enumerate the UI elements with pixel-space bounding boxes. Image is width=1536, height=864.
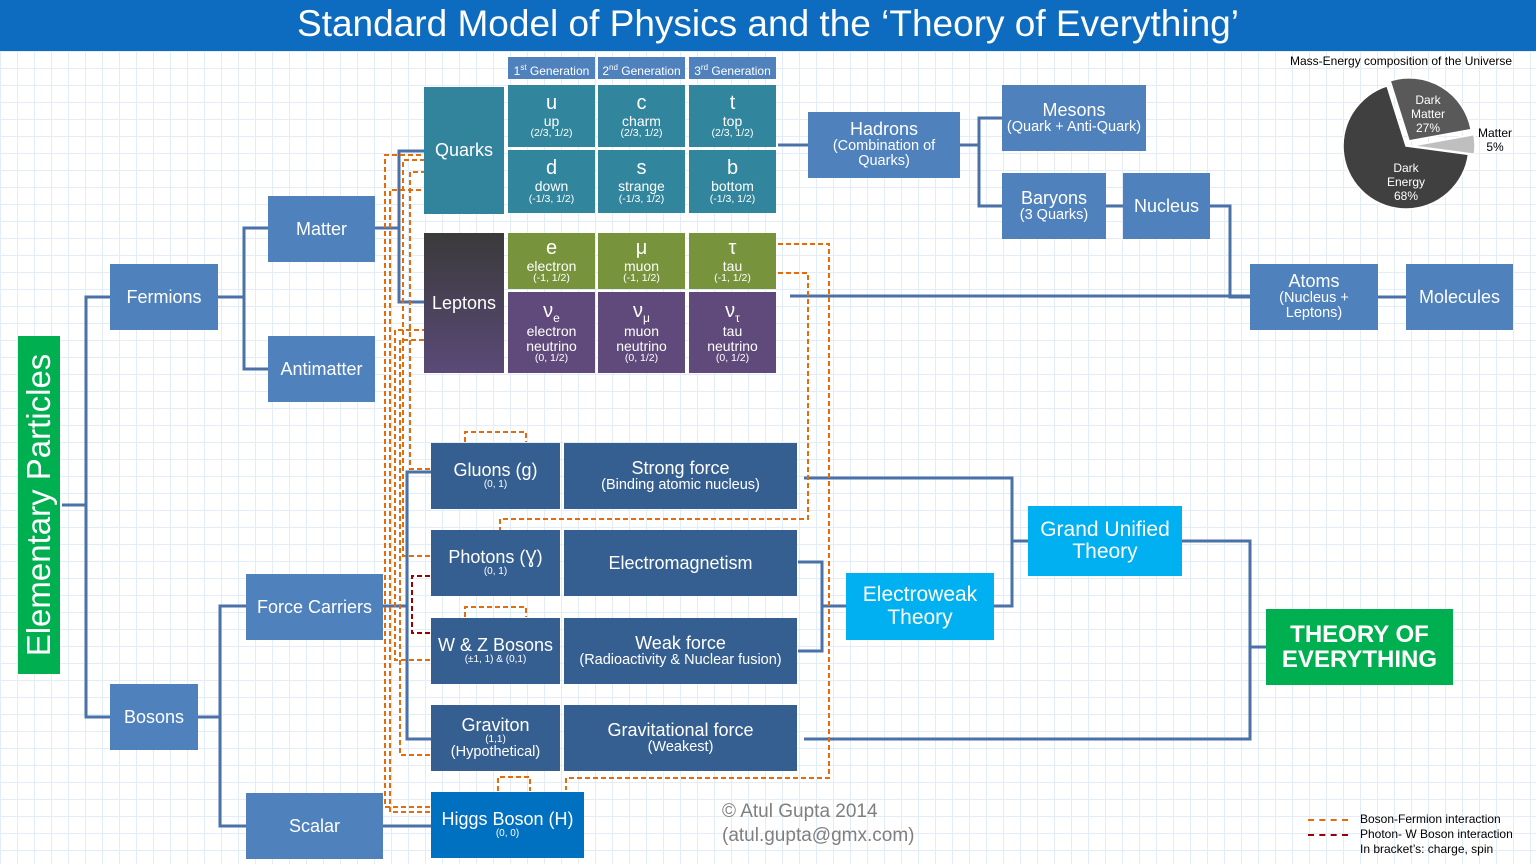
interaction-higgs-2 <box>389 189 430 813</box>
quarks-box: Quarks <box>424 87 504 214</box>
graviton-box: Graviton(1,1)(Hypothetical) <box>431 705 560 771</box>
hadrons-box: Hadrons (Combination of Quarks) <box>808 112 960 178</box>
connector-gut-toe <box>1180 539 1252 741</box>
strong-force-box: Strong force(Binding atomic nucleus) <box>564 443 797 509</box>
legend-swatch <box>1308 818 1348 821</box>
weak-force-box: Weak force(Radioactivity & Nuclear fusio… <box>564 618 797 684</box>
gluons-box: Gluons (g)(0, 1) <box>431 443 560 509</box>
connector-force-branch <box>405 470 431 741</box>
atoms-box: Atoms (Nucleus + Leptons) <box>1250 264 1378 330</box>
generation-1-header: 1st Generation <box>508 57 595 79</box>
interaction-wz <box>394 329 430 661</box>
grand-unified-theory-box: Grand Unified Theory <box>1028 506 1182 576</box>
connector-bosons-branch <box>218 604 246 828</box>
photons-box: Photons (Ɣ)(0, 1) <box>431 530 560 596</box>
generation-3-header: 3rd Generation <box>689 57 776 79</box>
leptons-box: Leptons <box>424 233 504 373</box>
fermions-box: Fermions <box>110 264 218 330</box>
elementary-particles-label: Elementary Particles <box>18 336 60 674</box>
boson-fermion-interaction-lines <box>384 154 830 813</box>
force-carriers-box: Force Carriers <box>246 574 383 640</box>
mesons-box: Mesons (Quark + Anti-Quark) <box>1002 85 1146 151</box>
interaction-higgs <box>384 154 432 808</box>
mass-energy-pie-chart <box>1342 77 1476 210</box>
copyright: © Atul Gupta 2014(atul.gupta@gmx.com) <box>722 801 915 846</box>
interaction-higgs-loop <box>497 776 531 791</box>
pie-title: Mass-Energy composition of the Universe <box>1290 54 1513 68</box>
legend-swatch <box>1308 833 1348 836</box>
baryons-box: Baryons (3 Quarks) <box>1002 173 1106 239</box>
pie-slice-matter <box>1411 133 1476 156</box>
interaction-gluon-loop <box>464 431 527 442</box>
bosons-box: Bosons <box>110 684 198 750</box>
theory-of-everything-box: THEORY OF EVERYTHING <box>1266 609 1453 685</box>
interaction-photon <box>402 159 430 557</box>
scalar-box: Scalar <box>246 793 383 859</box>
gravitational-force-box: Gravitational force(Weakest) <box>564 705 797 771</box>
interaction-graviton <box>399 339 430 756</box>
interaction-wz-loop <box>464 606 527 617</box>
nucleus-box: Nucleus <box>1123 173 1210 239</box>
page-title: Standard Model of Physics and the ‘Theor… <box>0 0 1536 51</box>
pie-slice-dark-energy <box>1342 84 1470 210</box>
interaction-gluon-quarks <box>409 171 430 470</box>
interaction-tau-loop-1 <box>565 243 830 790</box>
connector-hadrons-branch <box>977 116 1002 208</box>
wz-bosons-box: W & Z Bosons(±1, 1) & (0,1) <box>431 618 560 684</box>
pie-slice-dark-matter <box>1389 77 1472 142</box>
antimatter-box: Antimatter <box>268 336 375 402</box>
legend: Boson-Fermion interaction Photon- W Boso… <box>1308 812 1513 857</box>
interaction-tau-loop-2 <box>499 272 809 530</box>
molecules-box: Molecules <box>1406 264 1513 330</box>
connector-weak-ew <box>798 606 824 653</box>
legend-item-boson-fermion: Boson-Fermion interaction <box>1308 812 1513 827</box>
connector-em-ew <box>798 560 846 608</box>
generation-2-header: 2nd Generation <box>598 57 685 79</box>
electromagnetism-box: Electromagnetism <box>564 530 797 596</box>
electroweak-theory-box: Electroweak Theory <box>846 573 994 640</box>
interaction-photon-w <box>411 575 430 634</box>
connector-ep-branch <box>84 295 110 719</box>
legend-item-bracket-note: In bracket’s: charge, spin <box>1360 842 1494 856</box>
legend-item-photon-w: Photon- W Boson interaction <box>1308 827 1513 842</box>
hierarchy-connectors <box>62 116 1406 828</box>
connector-fermions-branch <box>242 226 268 371</box>
photon-w-interaction-line <box>411 575 430 634</box>
connector-matter-branch <box>397 149 424 304</box>
matter-box: Matter <box>268 196 375 262</box>
connector-nucleus-atoms <box>1210 204 1250 299</box>
higgs-boson-box: Higgs Boson (H)(0, 0) <box>431 792 584 858</box>
